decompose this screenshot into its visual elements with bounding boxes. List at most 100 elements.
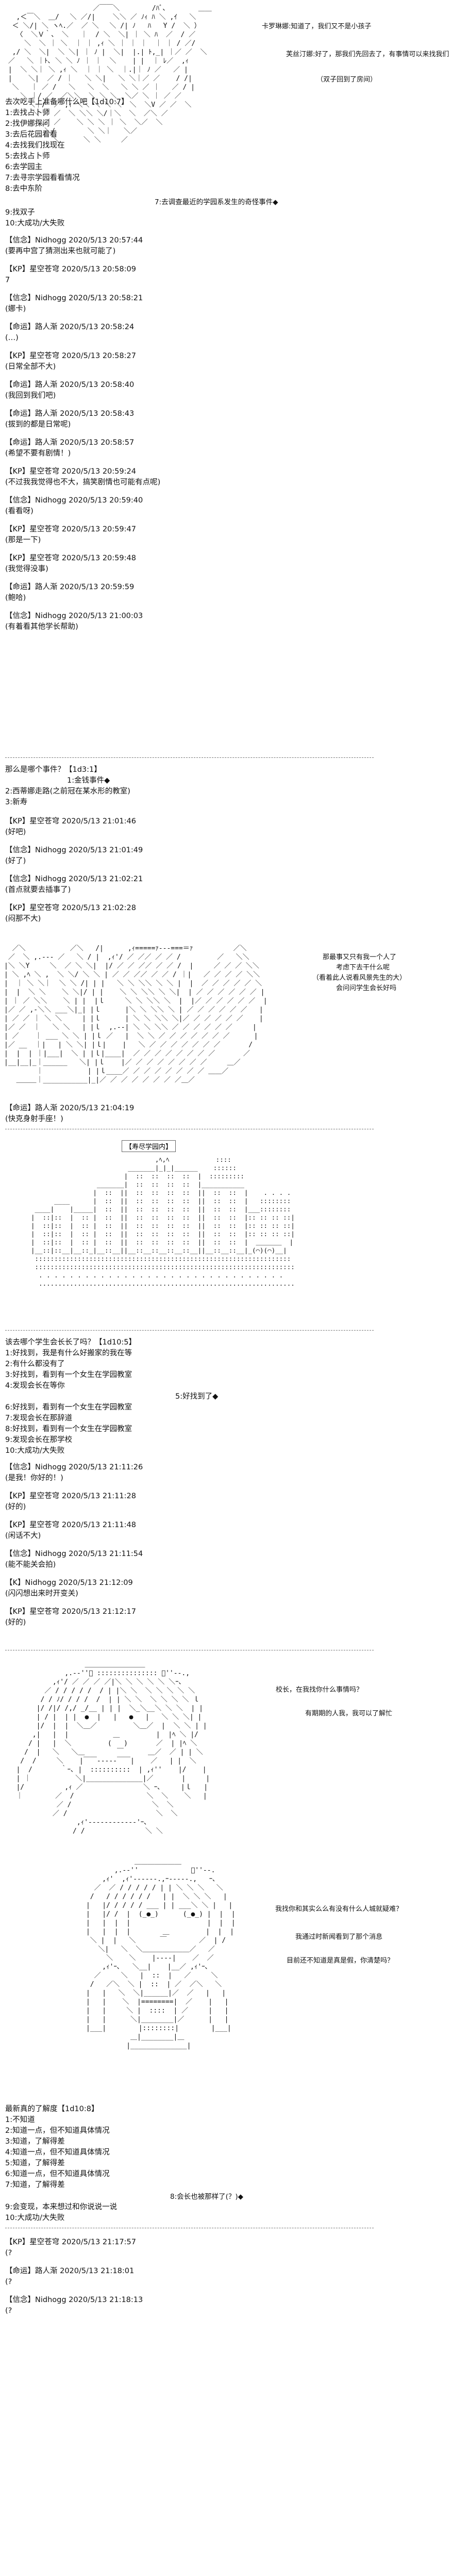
- roll-1-line: 9:找双子: [5, 208, 35, 217]
- chat-head: 【KP】星空苍穹 2020/5/13 21:02:28: [5, 904, 136, 912]
- chat-head: 【K】Nidhogg 2020/5/13 21:12:09: [5, 1579, 133, 1587]
- scene5-speech-2: 我通过时新闻看到了那个消息: [295, 1933, 383, 1941]
- chat-head: 【信念】Nidhogg 2020/5/13 21:11:54: [5, 1550, 143, 1558]
- chat-head: 【KP】星空苍穹 2020/5/13 21:11:48: [5, 1521, 136, 1529]
- chat-body: (快克身射手座！): [5, 1115, 63, 1123]
- chat-entry: 【KP】星空苍穹 2020/5/13 20:59:47 (那是一下): [5, 524, 459, 546]
- scene1-speech-2: 芙丝汀娜:好了，那我们先回去了，有事情可以来找我们: [286, 51, 449, 58]
- chat-head: 【KP】星空苍穹 2020/5/13 21:11:28: [5, 1492, 136, 1500]
- roll-3-line: 5:好找到了◆: [175, 1392, 219, 1401]
- ascii-art-boy: ＿＿＿＿＿＿＿ ,.-‐'' ﾞ''‐-. ,ｨ' ,ｨ'‐--‐‐-.,ｰ‐-…: [86, 1858, 236, 2050]
- roll-1-line: 2:找伊娜探问: [5, 120, 50, 128]
- chat-log-4: 【信念】Nidhogg 2020/5/13 21:11:26(是我！你好的！) …: [5, 1462, 459, 1635]
- chat-body: (希望不要有剧情！): [5, 449, 71, 458]
- roll-3-line: 该去哪个学生会长长了吗？【1d10:5】: [5, 1338, 136, 1347]
- roll-3-line: 6:好找到，看到有一个女生在学园教室: [5, 1403, 132, 1412]
- chat-body: (好了): [5, 857, 26, 865]
- chat-body: (是我！你好的！): [5, 1474, 63, 1482]
- chat-head: 【信念】Nidhogg 2020/5/13 21:11:26: [5, 1463, 143, 1471]
- roll-list-1-tail: 9:找双子 10:大成功/大失败: [5, 207, 459, 229]
- chat-body: (要再中宫了猜测出来也就可能了): [5, 247, 116, 255]
- location-label: 【寿尽学园内】: [122, 1140, 176, 1152]
- chat-entry: 【信念】Nidhogg 2020/5/13 21:11:54 (能不能关会拍): [5, 1549, 459, 1570]
- roll-4-line: 2:知道一点，但不知道具体情况: [5, 2127, 110, 2135]
- chat-entry: 【信念】Nidhogg 2020/5/13 20:59:40(看看呀): [5, 495, 459, 517]
- chat-head: 【命运】路人渐 2020/5/13 20:59:59: [5, 583, 135, 591]
- roll-4-line: 5:知道，了解得差: [5, 2159, 65, 2167]
- chat-body: (?: [5, 2307, 12, 2315]
- chat-entry: 【命运】路人渐 2020/5/13 21:18:01(?: [5, 2266, 459, 2288]
- chat-log-1: 【信念】Nidhogg 2020/5/13 20:57:44 (要再中宫了猜测出来…: [5, 235, 459, 640]
- roll-4-line: 最新真的了解度【1d10:8】: [5, 2105, 99, 2113]
- chat-body: (拔到的都是日常呢): [5, 420, 71, 429]
- roll-4-result: 8:会长也被那样了(？)◆: [170, 2193, 244, 2201]
- chat-entry: 【命运】路人渐 2020/5/13 20:59:59 (鲍哈): [5, 582, 459, 604]
- scene2-speech-1: 那最事又只有我一个人了: [323, 953, 397, 961]
- scene5-speech-1: 我找你和其实么么有没有什么人城就疑难？: [275, 1905, 403, 1913]
- roll-list-3: 该去哪个学生会长长了吗？【1d10:5】 1:好找到，我是有什么好搬家的我在等 …: [5, 1337, 459, 1456]
- chat-body: (闪闪想出来时开变关): [5, 1590, 78, 1598]
- scene5-speech-3: 目前还不知道是真是假，你清楚吗？: [287, 1957, 394, 1965]
- chat-head: 【KP】星空苍穹 2020/5/13 21:12:17: [5, 1608, 136, 1616]
- chat-body: (…): [5, 334, 19, 342]
- chat-entry: 【信念】Nidhogg 2020/5/13 21:02:21(首点就要去插事了): [5, 874, 459, 896]
- chat-body: (我觉得没事): [5, 565, 48, 573]
- roll-4-line: 1:不知道: [5, 2116, 35, 2124]
- chat-body: (我回到我们吧): [5, 392, 56, 400]
- chat-entry: 【信念】Nidhogg 2020/5/13 21:18:13 (?: [5, 2295, 459, 2316]
- chat-body: (不过我我觉得也不大，搞笑剧情也可能有点呢): [5, 478, 161, 487]
- chat-head: 【命运】路人渐 2020/5/13 20:58:43: [5, 410, 135, 418]
- roll-1-line: 10:大成功/大失败: [5, 219, 65, 228]
- chat-entry: 【命运】路人渐 2020/5/13 20:58:43 (拔到的都是日常呢): [5, 409, 459, 430]
- scene2-speech-2: 考虑下去干什么呢: [336, 964, 390, 971]
- roll-2-line: 1:金钱事件◆: [67, 776, 110, 785]
- chat-head: 【命运】路人渐 2020/5/13 20:58:57: [5, 439, 135, 447]
- roll-3-line: 7:发现会长在那辞道: [5, 1414, 73, 1422]
- chat-body: (日常全部不大): [5, 363, 56, 371]
- roll-4-line: 10:大成功/大失败: [5, 2214, 65, 2222]
- chat-entry: 【KP】星空苍穹 2020/5/13 21:01:46(好吧): [5, 816, 459, 838]
- chat-log-2: 【KP】星空苍穹 2020/5/13 21:01:46(好吧) 【信念】Nidh…: [5, 816, 459, 932]
- chat-entry: 【命运】路人渐 2020/5/13 20:58:24 (…): [5, 322, 459, 344]
- chat-head: 【KP】星空苍穹 2020/5/13 20:59:24: [5, 467, 136, 476]
- divider: [5, 1330, 374, 1331]
- roll-1-line: 6:去学园主: [5, 163, 43, 171]
- chat-head: 【KP】星空苍穹 2020/5/13 20:58:09: [5, 265, 136, 273]
- chat-body: (能不能关会拍): [5, 1561, 56, 1569]
- roll-4-line: 4:知道一点，但不知道具体情况: [5, 2148, 110, 2157]
- chat-body: (娜卡): [5, 305, 26, 313]
- chat-body: (好的): [5, 1503, 26, 1511]
- chat-body: (闲话不大): [5, 1532, 41, 1540]
- chat-entry: 【KP】星空苍穹 2020/5/13 20:59:48 (我觉得没事): [5, 553, 459, 575]
- chat-entry: 【KP】星空苍穹 2020/5/13 20:59:24 (不过我我觉得也不大，搞笑…: [5, 466, 459, 488]
- chat-body: (鲍哈): [5, 594, 26, 602]
- chat-head: 【信念】Nidhogg 2020/5/13 21:00:03: [5, 612, 143, 620]
- roll-1-result: 7:去调查最近的学园系发生的奇怪事件◆: [155, 198, 278, 206]
- chat-entry: 【KP】星空苍穹 2020/5/13 21:11:48 (闲话不大): [5, 1520, 459, 1542]
- chat-head: 【命运】路人渐 2020/5/13 20:58:24: [5, 323, 135, 331]
- chat-entry: 【命运】路人渐 2020/5/13 20:58:40(我回到我们吧): [5, 380, 459, 401]
- ascii-art-corridor: ／＼ ／＼ /| ,ｨ=====ｧ-‐‐===＝ｧ ／＼ ／ ＼ ,.-‐- ／…: [4, 945, 268, 1084]
- chat-head: 【信念】Nidhogg 2020/5/13 21:18:13: [5, 2296, 143, 2304]
- chat-entry: 【信念】Nidhogg 2020/5/13 20:58:21(娜卡): [5, 293, 459, 315]
- chat-head: 【KP】星空苍穹 2020/5/13 20:59:47: [5, 525, 136, 533]
- chat-entry: 【KP】星空苍穹 2020/5/13 21:11:28 (好的): [5, 1491, 459, 1513]
- scene2-speech-4: 会问问学生会长好吗: [336, 984, 397, 992]
- chat-entry: 【信念】Nidhogg 2020/5/13 21:11:26 (是我！你好的！): [5, 1462, 459, 1484]
- chat-log-3: 【命运】路人渐 2020/5/13 21:04:19(快克身射手座！): [5, 1103, 459, 1125]
- chat-entry: 【命运】路人渐 2020/5/13 21:04:19(快克身射手座！): [5, 1103, 459, 1125]
- chat-head: 【KP】星空苍穹 2020/5/13 20:59:48: [5, 554, 136, 562]
- chat-body: (?: [5, 2249, 12, 2257]
- roll-3-line: 10:大成功/大失败: [5, 1447, 65, 1455]
- chat-log-5: 【KP】星空苍穹 2020/5/13 21:17:57(? 【命运】路人渐 20…: [5, 2237, 459, 2324]
- chat-body: (首点就要去插事了): [5, 886, 71, 894]
- chat-body: (那是一下): [5, 536, 41, 544]
- chat-head: 【信念】Nidhogg 2020/5/13 20:57:44: [5, 236, 143, 245]
- ascii-art-twins: ／￣￣＼ /ﾊﾞ､ ＿＿ ,＜￣＼ ＿/ ＼ ／/| ＼＼ ／ ﾉｨ ﾊ ＼ ,…: [8, 5, 212, 144]
- scene1-speech-1: 卡罗琳娜:知道了，我们又不是小孩子: [262, 23, 372, 30]
- chat-body: (?: [5, 2278, 12, 2286]
- roll-list-1: 去次吃手上准备哪什么吧【1d10:7】 1:去找占卜师 2:找伊娜探问 3:去后…: [5, 97, 459, 195]
- roll-3-line: 9:发现会长在那学校: [5, 1436, 73, 1444]
- roll-3-line: 2:有什么都没有了: [5, 1360, 65, 1368]
